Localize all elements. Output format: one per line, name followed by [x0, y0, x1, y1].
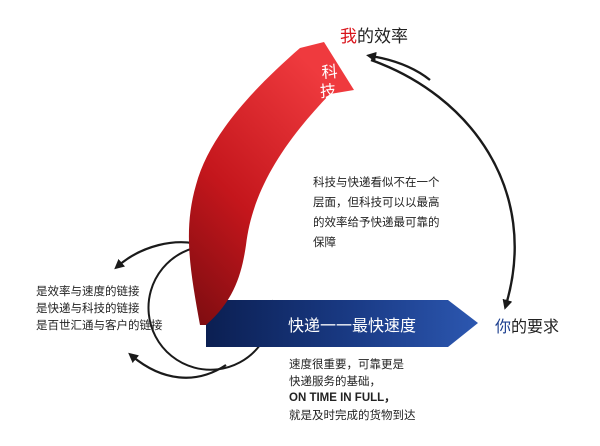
tech-paragraph-line: 保障: [313, 235, 336, 249]
right-label-accent: 你: [495, 317, 512, 336]
speed-paragraph-line: 速度很重要，可靠更是: [289, 357, 404, 371]
curve-arrow-top: [366, 51, 431, 81]
tech-paragraph-line: 层面，但科技可以以最高: [313, 195, 440, 209]
blue-arrow: [206, 300, 478, 347]
tech-paragraph: 科技与快递看似不在一个 层面，但科技可以以最高 的效率给予快递最可靠的 保障: [313, 172, 463, 252]
speed-paragraph-line: 就是及时完成的货物到达: [289, 408, 416, 422]
top-label-accent: 我: [340, 27, 357, 47]
speed-paragraph-line: 快递服务的基础，: [289, 374, 381, 388]
link-paragraph-line: 是快递与科技的链接: [36, 301, 140, 315]
red-arrow: [188, 42, 354, 325]
right-label-your-requirement: 你的要求: [495, 313, 559, 337]
speed-paragraph-line-english: ON TIME IN FULL，: [289, 392, 396, 404]
link-paragraph: 是效率与速度的链接 是快递与科技的链接 是百世汇通与客户的链接: [36, 283, 206, 334]
tech-paragraph-line: 科技与快递看似不在一个: [313, 175, 440, 189]
link-arrow-left-lower: [128, 352, 227, 379]
red-arrow-label: 科 技 一 最 高 效 率: [286, 62, 351, 199]
link-paragraph-line: 是效率与速度的链接: [36, 284, 140, 298]
top-label-rest: 的效率: [357, 27, 408, 47]
blue-arrow-label: 快递一一最快速度: [288, 316, 416, 335]
speed-paragraph: 速度很重要，可靠更是 快递服务的基础， ON TIME IN FULL， 就是及…: [289, 356, 479, 424]
link-paragraph-line: 是百世汇通与客户的链接: [36, 318, 163, 332]
curve-arrow-right: [370, 58, 516, 310]
right-label-rest: 的要求: [511, 317, 560, 336]
tech-paragraph-line: 的效率给予快递最可靠的: [313, 215, 440, 229]
top-label-my-efficiency: 我的效率: [340, 22, 408, 47]
